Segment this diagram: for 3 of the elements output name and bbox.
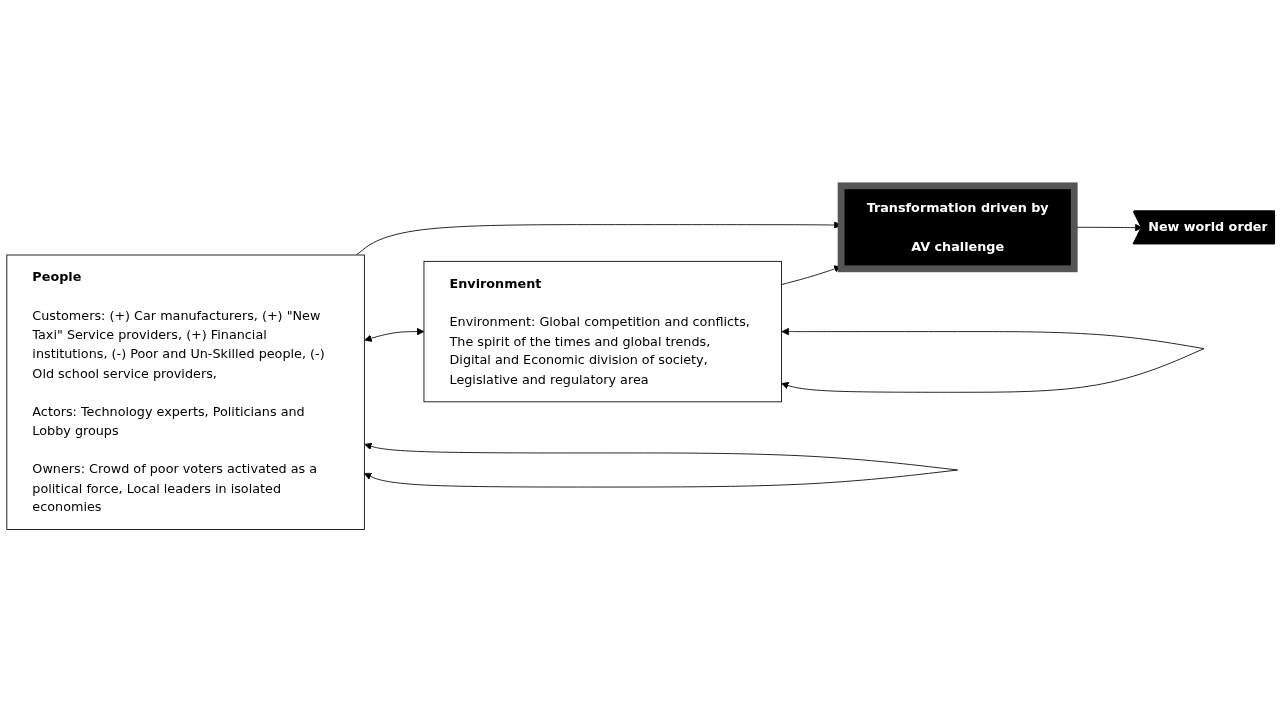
node-box: Environment Environment: Global competition and conflicts, The spirit of the times and global trends, Digital and Economic division of society, Legislative and regulatory area — [423, 261, 782, 403]
node-box: People Customers: (+) Car manufacturers, (+) "New Taxi" Service providers, (+) Financial institutions, (-) Poor and Un-Skilled people, (-) Old school service providers, Actors: Technology experts, Politicians and Lobby groups Owners: Crowd of poor voters activated as a political force, Local leaders in isolated economies — [6, 254, 365, 531]
node-box: Transformation driven by AV challenge — [837, 182, 1078, 273]
